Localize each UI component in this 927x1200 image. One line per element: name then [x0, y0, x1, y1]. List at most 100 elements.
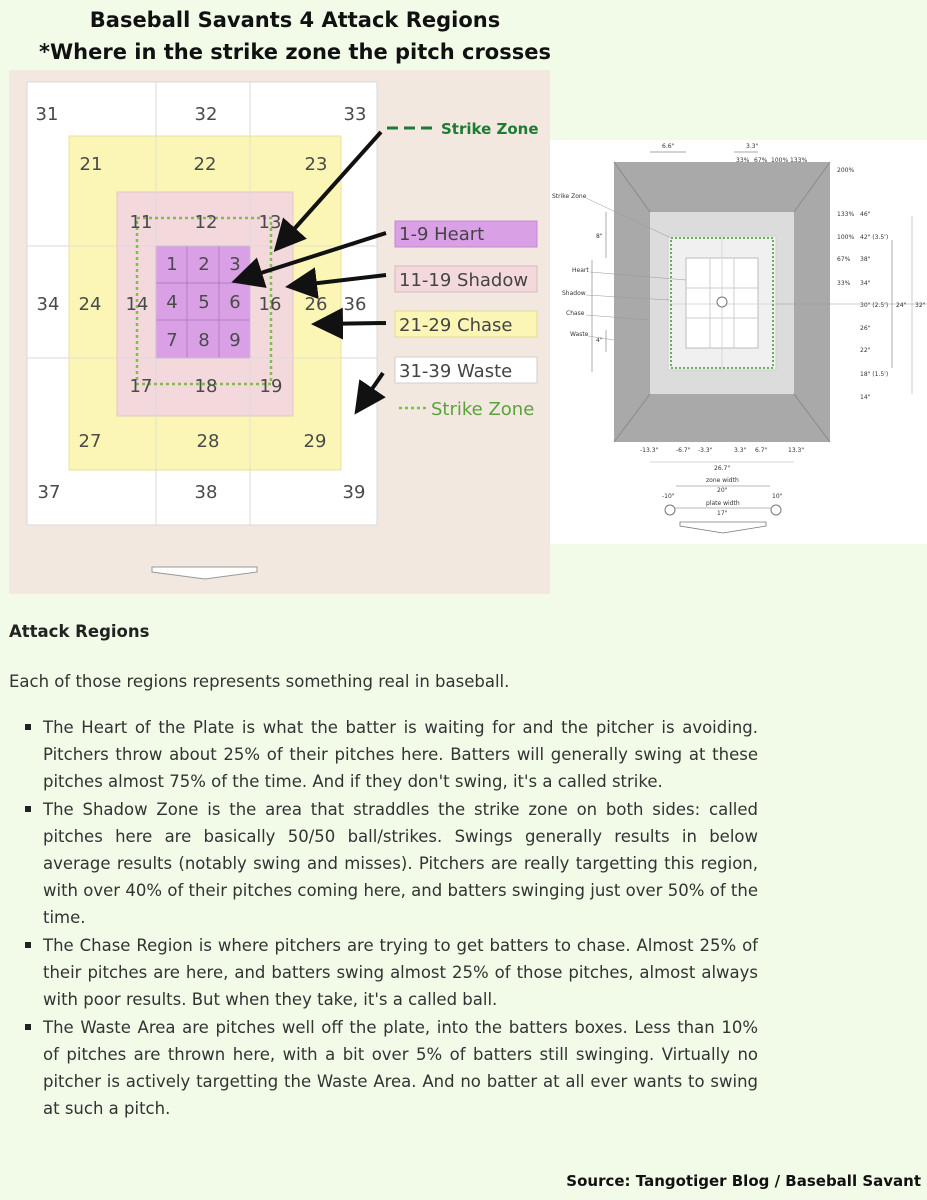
- zone-1: 1: [166, 254, 177, 275]
- zone-2: 2: [198, 254, 209, 275]
- arrow-chase: [311, 307, 387, 340]
- bullet-shadow: The Shadow Zone is the area that straddl…: [9, 796, 758, 931]
- source-credit: Source: Tangotiger Blog / Baseball Savan…: [566, 1172, 921, 1190]
- zone-38: 38: [195, 482, 218, 503]
- overall-width: 26.7": [714, 465, 730, 472]
- label-heart: Heart: [572, 267, 589, 274]
- zone-22: 22: [194, 154, 217, 175]
- bullet-heart-text: The Heart of the Plate is what the batte…: [43, 718, 758, 791]
- title-line-2: *Where in the strike zone the pitch cros…: [39, 40, 551, 64]
- savant-home-plate-icon: [679, 521, 767, 534]
- legend-heart: 1-9 Heart: [399, 224, 484, 245]
- zone-33: 33: [344, 104, 367, 125]
- bullet-icon: [25, 942, 31, 948]
- plate-offset-right: 10": [772, 493, 783, 500]
- pct-top-133: 133%: [790, 157, 807, 164]
- label-chase: Chase: [566, 310, 585, 317]
- zone-36: 36: [344, 294, 367, 315]
- in-34: 34": [860, 280, 871, 287]
- attack-regions-article: Attack Regions Each of those regions rep…: [9, 622, 909, 1118]
- zone-17: 17: [130, 376, 153, 397]
- dim-6-6: 6.6": [662, 143, 675, 150]
- zone-27: 27: [79, 431, 102, 452]
- in-46: 46": [860, 211, 871, 218]
- baseball-left-icon: [664, 504, 676, 516]
- plate-width-value: 17": [717, 510, 728, 517]
- pct-right-133: 133%: [837, 211, 854, 218]
- legend-waste: 31-39 Waste: [399, 361, 512, 382]
- arrow-waste: [354, 371, 386, 415]
- zone-23: 23: [305, 154, 328, 175]
- legend-strike-zone-bottom: Strike Zone: [431, 399, 534, 420]
- in-32: 32": [915, 302, 926, 309]
- in-18: 18" (1.5'): [860, 371, 888, 378]
- dim-bottom-13: 13.3": [788, 447, 804, 454]
- zone-39: 39: [343, 482, 366, 503]
- legend-chase-swatch: [394, 310, 538, 338]
- pct-right-67: 67%: [837, 256, 851, 263]
- dim-left-4: 4": [596, 337, 603, 344]
- zone-26: 26: [305, 294, 328, 315]
- zone-24: 24: [79, 294, 102, 315]
- article-heading: Attack Regions: [9, 622, 150, 641]
- zone-14: 14: [126, 294, 149, 315]
- legend-shadow-swatch: [394, 265, 538, 293]
- zone-3: 3: [229, 254, 240, 275]
- bullet-waste: The Waste Area are pitches well off the …: [9, 1014, 758, 1122]
- legend-heart-swatch: [394, 220, 538, 248]
- pct-top-33: 33%: [736, 157, 750, 164]
- pct-right-33: 33%: [837, 280, 851, 287]
- dim-bottom-6: 6.7": [755, 447, 768, 454]
- attack-regions-diagram: 31 32 33 34 36 37 38 39 21 22 23 24 26 2…: [9, 70, 550, 594]
- zone-28: 28: [197, 431, 220, 452]
- zone-4: 4: [166, 292, 177, 313]
- zone-31: 31: [36, 104, 59, 125]
- dim-left-8: 8": [596, 233, 603, 240]
- dim-bottom-neg13: -13.3": [640, 447, 659, 454]
- zone-16: 16: [259, 294, 282, 315]
- zone-12: 12: [195, 212, 218, 233]
- home-plate-icon: [151, 566, 258, 580]
- savant-zone-diagram: 6.6" 3.3" 33% 67% 100% 133% 200% 133% 10…: [550, 140, 927, 544]
- in-42: 42" (3.5'): [860, 234, 888, 241]
- title-line-1: Baseball Savants 4 Attack Regions: [89, 8, 501, 32]
- bullet-icon: [25, 724, 31, 730]
- savant-zone-svg: 6.6" 3.3" 33% 67% 100% 133% 200% 133% 10…: [552, 143, 927, 534]
- arrow-heart: [231, 231, 387, 288]
- zone-18: 18: [195, 376, 218, 397]
- bullet-waste-text: The Waste Area are pitches well off the …: [43, 1018, 758, 1118]
- baseball-right-icon: [770, 504, 782, 516]
- zone-13: 13: [259, 212, 282, 233]
- zone-5: 5: [198, 292, 209, 313]
- arrow-strike-zone: [273, 130, 383, 252]
- zone-19: 19: [260, 376, 283, 397]
- in-26: 26": [860, 325, 871, 332]
- legend-chase: 21-29 Chase: [399, 315, 512, 336]
- zone-6: 6: [229, 292, 240, 313]
- zone-29: 29: [304, 431, 327, 452]
- zone-width-label: zone width: [706, 477, 739, 484]
- pct-right-200: 200%: [837, 167, 854, 174]
- label-strike-zone: Strike Zone: [552, 193, 587, 200]
- dim-bottom-neg3: -3.3": [698, 447, 713, 454]
- legend-strike-zone-top: Strike Zone: [441, 120, 539, 138]
- in-22: 22": [860, 347, 871, 354]
- dim-3-3: 3.3": [746, 143, 759, 150]
- in-24: 24": [896, 302, 907, 309]
- dim-bottom-neg6: -6.7": [676, 447, 691, 454]
- pct-top-100: 100%: [771, 157, 788, 164]
- pct-right-100: 100%: [837, 234, 854, 241]
- article-bullet-list: The Heart of the Plate is what the batte…: [9, 714, 909, 1123]
- bullet-shadow-text: The Shadow Zone is the area that straddl…: [43, 800, 758, 927]
- zone-21: 21: [80, 154, 103, 175]
- in-30: 30" (2.5'): [860, 302, 888, 309]
- in-14: 14": [860, 394, 871, 401]
- bullet-icon: [25, 1024, 31, 1030]
- bullet-heart: The Heart of the Plate is what the batte…: [9, 714, 758, 795]
- strike-zone-outline: [135, 216, 273, 386]
- legend-waste-swatch: [394, 356, 538, 384]
- bullet-chase-text: The Chase Region is where pitchers are t…: [43, 936, 758, 1009]
- bullet-icon: [25, 806, 31, 812]
- baseball-icon: [716, 296, 728, 308]
- plate-width-label: plate width: [706, 500, 740, 507]
